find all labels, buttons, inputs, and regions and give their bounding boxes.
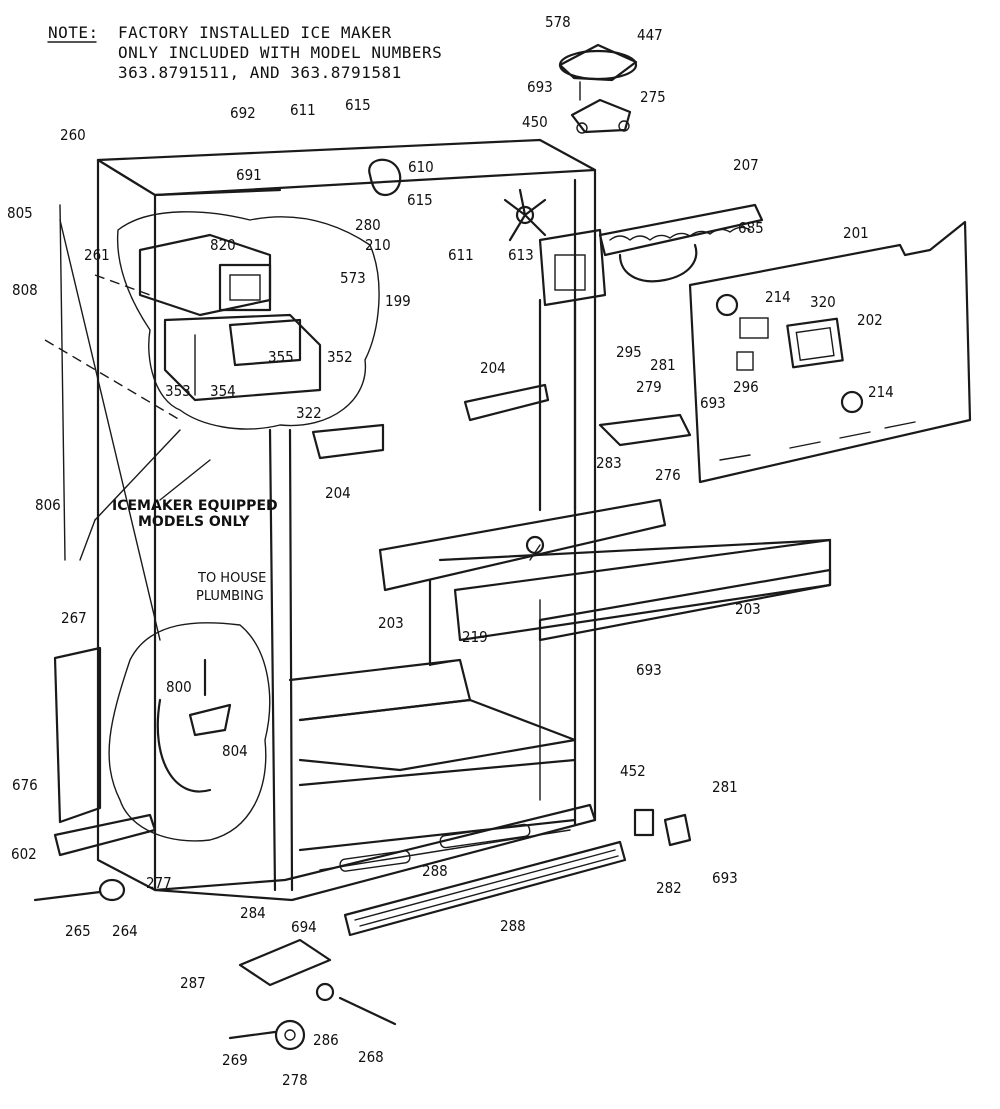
callout-693: 693 <box>712 869 738 887</box>
callout-214: 214 <box>868 383 894 401</box>
callout-284: 284 <box>240 904 266 922</box>
callout-214: 214 <box>765 288 791 306</box>
callout-447: 447 <box>637 26 663 44</box>
icemaker-label-line1: ICEMAKER EQUIPPED <box>112 498 278 514</box>
callout-204: 204 <box>325 484 351 502</box>
callout-202: 202 <box>857 311 883 329</box>
fan-assembly <box>368 158 764 307</box>
callout-615: 615 <box>345 96 371 114</box>
callout-286: 286 <box>313 1031 339 1049</box>
icemaker-region <box>116 211 380 430</box>
callout-320: 320 <box>810 293 836 311</box>
callout-288: 288 <box>422 862 448 880</box>
callout-820: 820 <box>210 236 236 254</box>
callout-355: 355 <box>268 348 294 366</box>
callout-281: 281 <box>650 356 676 374</box>
callout-694: 694 <box>291 918 317 936</box>
callout-264: 264 <box>112 922 138 940</box>
callout-691: 691 <box>236 166 262 184</box>
callout-676: 676 <box>12 776 38 794</box>
callout-693: 693 <box>636 661 662 679</box>
callout-278: 278 <box>282 1071 308 1089</box>
callout-267: 267 <box>61 609 87 627</box>
callout-203: 203 <box>378 614 404 632</box>
factory-note: NOTE: FACTORY INSTALLED ICE MAKER ONLY I… <box>47 23 442 82</box>
callout-265: 265 <box>65 922 91 940</box>
callout-450: 450 <box>522 113 548 131</box>
callout-282: 282 <box>656 879 682 897</box>
cabinet-shell <box>96 138 597 902</box>
callout-210: 210 <box>365 236 391 254</box>
callout-203: 203 <box>735 600 761 618</box>
bottom-parts <box>33 646 692 1051</box>
callout-685: 685 <box>738 219 764 237</box>
callout-322: 322 <box>296 404 322 422</box>
callout-276: 276 <box>655 466 681 484</box>
callout-201: 201 <box>843 224 869 242</box>
callout-287: 287 <box>180 974 206 992</box>
callout-283: 283 <box>596 454 622 472</box>
plumbing-label-line2: PLUMBING <box>196 589 264 604</box>
callout-269: 269 <box>222 1051 248 1069</box>
callout-204: 204 <box>480 359 506 377</box>
callout-693: 693 <box>527 78 553 96</box>
top-hinge <box>558 43 638 134</box>
note-line-3: 363.8791511, AND 363.8791581 <box>118 63 402 82</box>
callout-279: 279 <box>636 378 662 396</box>
callout-611: 611 <box>448 246 474 264</box>
callout-354: 354 <box>210 382 236 400</box>
callout-693: 693 <box>700 394 726 412</box>
callout-207: 207 <box>733 156 759 174</box>
callout-268: 268 <box>358 1048 384 1066</box>
callout-806: 806 <box>35 496 61 514</box>
callout-280: 280 <box>355 216 381 234</box>
callout-805: 805 <box>7 204 33 222</box>
callout-277: 277 <box>146 874 172 892</box>
leader-lines <box>44 204 211 641</box>
callout-199: 199 <box>385 292 411 310</box>
callout-613: 613 <box>508 246 534 264</box>
note-line-2: ONLY INCLUDED WITH MODEL NUMBERS <box>118 43 442 62</box>
note-line-1: FACTORY INSTALLED ICE MAKER <box>118 23 392 42</box>
plumbing-cloud <box>108 622 271 842</box>
callout-296: 296 <box>733 378 759 396</box>
shelf-rails <box>311 383 832 642</box>
callout-800: 800 <box>166 678 192 696</box>
callout-353: 353 <box>165 382 191 400</box>
callout-804: 804 <box>222 742 248 760</box>
callout-578: 578 <box>545 13 571 31</box>
callout-261: 261 <box>84 246 110 264</box>
callout-452: 452 <box>620 762 646 780</box>
callout-573: 573 <box>340 269 366 287</box>
callout-692: 692 <box>230 104 256 122</box>
callout-615: 615 <box>407 191 433 209</box>
note-prefix: NOTE: <box>48 23 99 42</box>
callout-610: 610 <box>408 158 434 176</box>
callout-275: 275 <box>640 88 666 106</box>
callouts: 578 447 693 275 450 692 611 615 260 610 … <box>7 13 894 1089</box>
callout-611: 611 <box>290 101 316 119</box>
callout-602: 602 <box>11 845 37 863</box>
callout-281: 281 <box>712 778 738 796</box>
icemaker-label-line2: MODELS ONLY <box>138 514 250 530</box>
callout-260: 260 <box>60 126 86 144</box>
control-panel <box>688 220 972 484</box>
callout-288: 288 <box>500 917 526 935</box>
callout-295: 295 <box>616 343 642 361</box>
plumbing-label-line1: TO HOUSE <box>197 571 266 586</box>
callout-808: 808 <box>12 281 38 299</box>
callout-352: 352 <box>327 348 353 366</box>
callout-219: 219 <box>462 628 488 646</box>
